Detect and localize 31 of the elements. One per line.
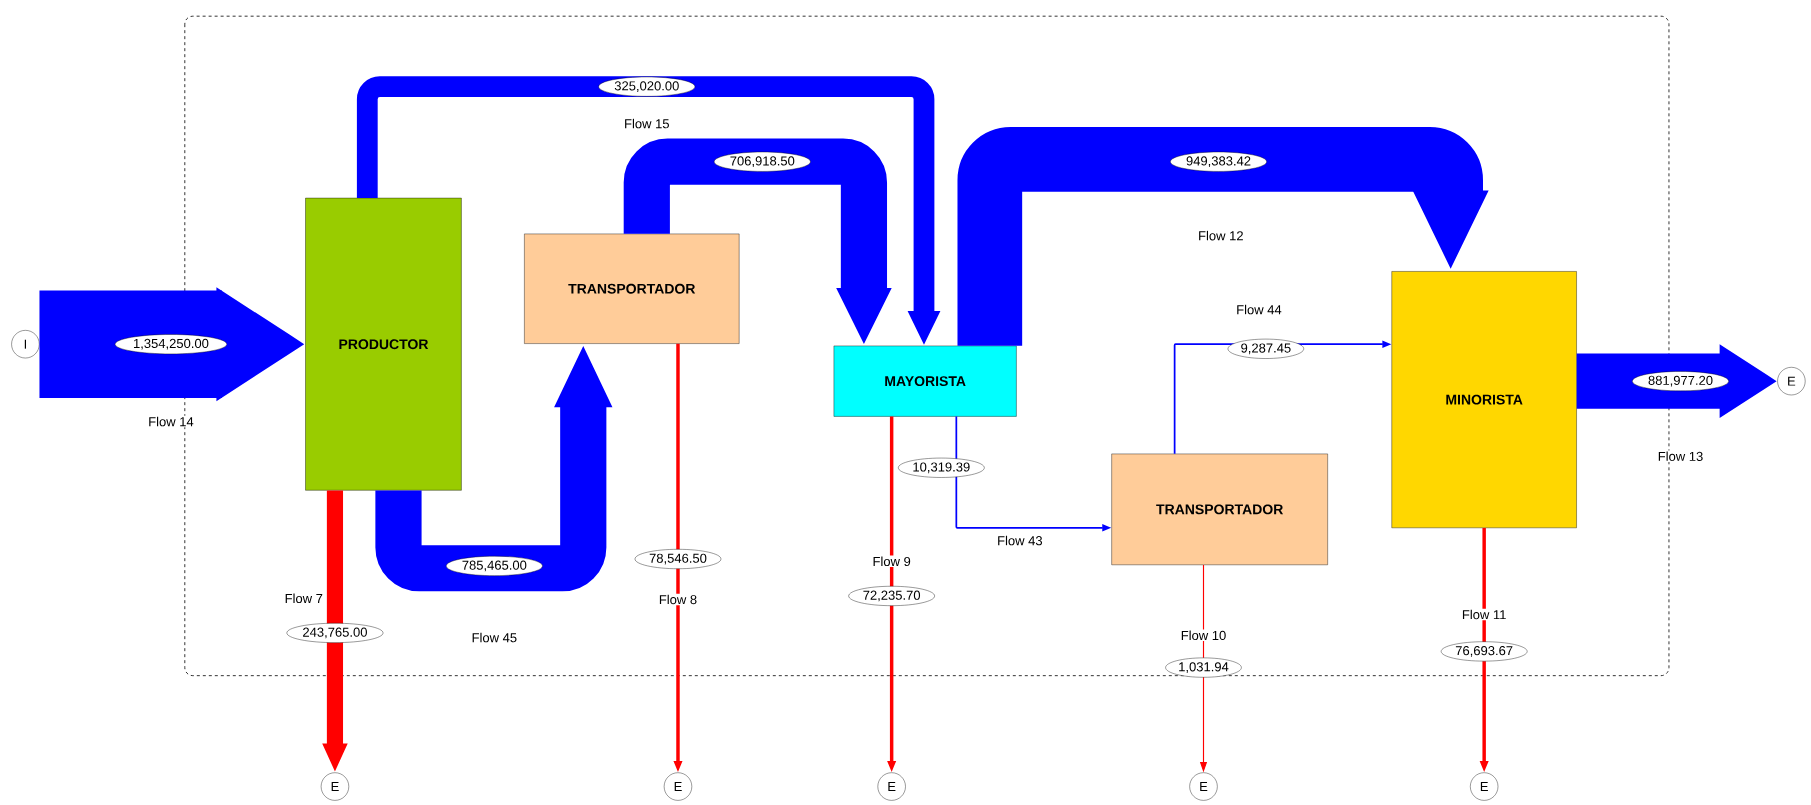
edge-label: 72,235.70	[848, 586, 935, 606]
edge-label: 9,287.45	[1227, 338, 1304, 359]
process-box: MAYORISTA	[833, 345, 1017, 417]
flow-name: Flow 14	[147, 415, 195, 428]
flow-arrow	[957, 127, 1489, 346]
edge-label: 325,020.00	[598, 76, 696, 97]
process-box: TRANSPORTADOR	[1111, 453, 1328, 565]
flow-name: Flow 10	[1179, 629, 1228, 641]
flow-name: Flow 8	[657, 593, 699, 606]
flow-name: Flow 11	[1460, 608, 1508, 621]
edge-label: 949,383.42	[1170, 151, 1267, 172]
edge-label: 881,977.20	[1632, 371, 1729, 392]
edge-label: 1,031.94	[1165, 657, 1242, 678]
edge-label: 785,465.00	[446, 556, 543, 576]
flow-name: Flow 9	[871, 555, 912, 568]
flow-name: Flow 7	[283, 592, 324, 605]
edge-label: 243,765.00	[286, 623, 384, 643]
flow-name: Flow 15	[623, 117, 671, 130]
edge-label: 706,918.50	[713, 151, 811, 172]
process-box: PRODUCTOR	[305, 197, 462, 491]
edge-label: 10,319.39	[898, 457, 985, 478]
edge-label: 78,546.50	[634, 549, 722, 569]
process-box: TRANSPORTADOR	[524, 233, 740, 344]
flow-name: Flow 12	[1197, 229, 1245, 242]
process-box: MINORISTA	[1391, 271, 1577, 529]
flow-name: Flow 43	[996, 534, 1044, 547]
flow-name: Flow 13	[1656, 450, 1705, 462]
edge-label: 1,354,250.00	[114, 334, 227, 355]
flow-name: Flow 45	[470, 631, 519, 644]
flow-name: Flow 44	[1235, 303, 1283, 316]
edge-label: 76,693.67	[1440, 641, 1528, 662]
